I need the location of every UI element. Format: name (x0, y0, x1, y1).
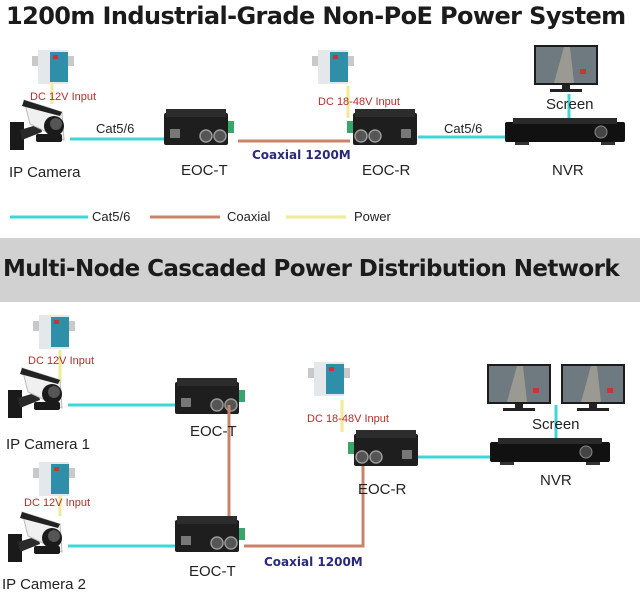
ip-camera-1-icon (7, 367, 63, 419)
section1-title: 1200m Industrial-Grade Non-PoE Power Sys… (6, 2, 626, 30)
coaxial-label-2: Coaxial 1200M (264, 555, 363, 569)
eoc-t1-label: EOC-T (190, 423, 237, 440)
cat56-label-right: Cat5/6 (444, 121, 483, 136)
screen-2-icon (561, 364, 625, 411)
screen-icon (534, 45, 598, 92)
eoc-t-label: EOC-T (181, 162, 228, 179)
ip-camera-label: IP Camera (9, 164, 81, 181)
screen-label: Screen (546, 96, 594, 113)
nvr-icon (489, 437, 611, 466)
ip-camera-2-icon (7, 511, 63, 563)
camera2-power-label: DC 12V Input (24, 497, 91, 509)
section2-title-band (0, 238, 640, 302)
eoc-r-device-icon (346, 108, 418, 146)
legend-label-coaxial: Coaxial (227, 209, 271, 224)
coaxial-cable-to-eoc-r (244, 462, 365, 548)
section1-diagram (9, 45, 626, 151)
section2-title: Multi-Node Cascaded Power Distribution N… (3, 256, 620, 282)
power-supply-icon (33, 462, 75, 496)
eoc-r-power-label-2: DC 18-48V Input (307, 413, 389, 425)
eoc-r-power-label: DC 18-48V Input (318, 96, 400, 108)
cat56-label-left: Cat5/6 (96, 121, 135, 136)
section2-diagram (7, 315, 625, 563)
eoc-t-device-icon (163, 108, 235, 146)
coaxial-label: Coaxial 1200M (252, 148, 351, 162)
power-supply-icon (312, 50, 354, 84)
power-supply-icon (32, 50, 74, 84)
nvr-label: NVR (552, 162, 584, 179)
screen-label-2: Screen (532, 416, 580, 433)
legend-label-power: Power (354, 209, 391, 224)
ip-camera-icon (9, 99, 65, 151)
nvr-label-2: NVR (540, 472, 572, 489)
legend-label-cat56: Cat5/6 (92, 209, 131, 224)
eoc-r-device-icon (347, 429, 419, 467)
eoc-t2-label: EOC-T (189, 563, 236, 580)
ip-camera-1-label: IP Camera 1 (6, 436, 90, 453)
ip-camera-2-label: IP Camera 2 (2, 576, 86, 593)
camera1-power-label: DC 12V Input (28, 355, 95, 367)
screen-1-icon (487, 364, 551, 411)
camera-power-label: DC 12V Input (30, 91, 97, 103)
eoc-r-label: EOC-R (362, 162, 411, 179)
nvr-icon (504, 117, 626, 146)
eoc-t1-device-icon (174, 377, 246, 415)
eoc-t2-device-icon (174, 515, 246, 553)
eoc-r-label-2: EOC-R (358, 481, 407, 498)
power-supply-icon (308, 362, 350, 396)
power-supply-icon (33, 315, 75, 349)
